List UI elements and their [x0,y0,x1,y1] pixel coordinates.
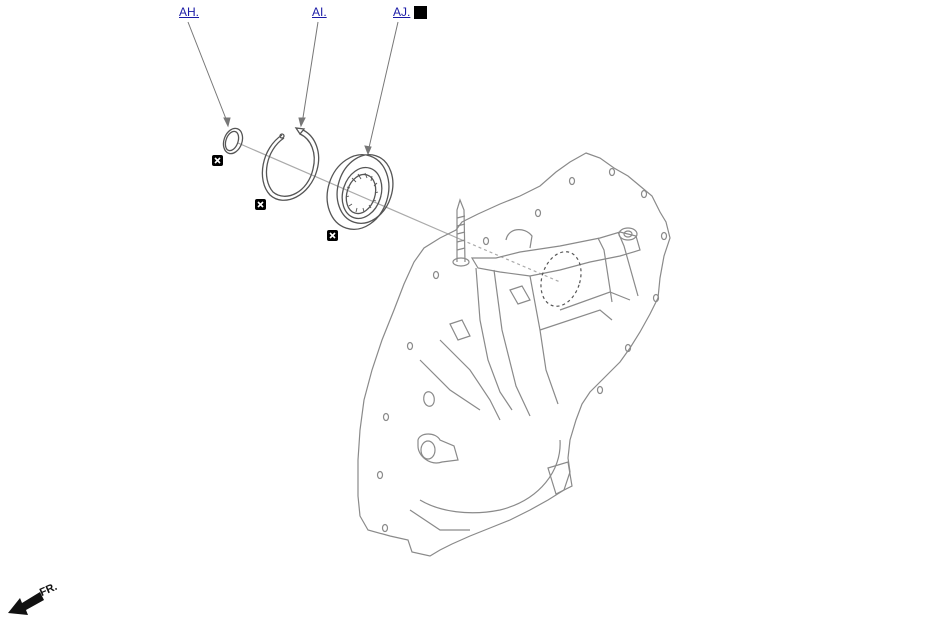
leader-line-aj [367,21,399,153]
x-box-icon [327,230,338,241]
leader-arrow-ah [223,117,231,128]
callout-ai[interactable]: AI. [312,5,327,19]
housing-mounting-holes [376,167,668,533]
leader-lines [187,21,399,156]
part-ai-snap-ring [261,127,320,201]
install-axis [237,142,561,283]
leader-arrow-aj [364,145,372,156]
callout-aj[interactable]: AJ. [393,5,411,19]
replace-markers [212,155,338,241]
callout-ah[interactable]: AH. [179,5,200,19]
x-box-icon [212,155,223,166]
transmission-housing [357,152,671,557]
arrow-icon [8,592,44,615]
black-square-icon [414,6,427,19]
leader-arrow-ai [298,117,306,128]
part-ah-small-ring [222,127,244,155]
part-aj-bearing-seal [326,154,394,230]
x-box-icon [255,199,266,210]
install-location-circle [540,251,582,307]
leader-line-ai [301,21,319,125]
leader-line-ah [187,21,229,125]
